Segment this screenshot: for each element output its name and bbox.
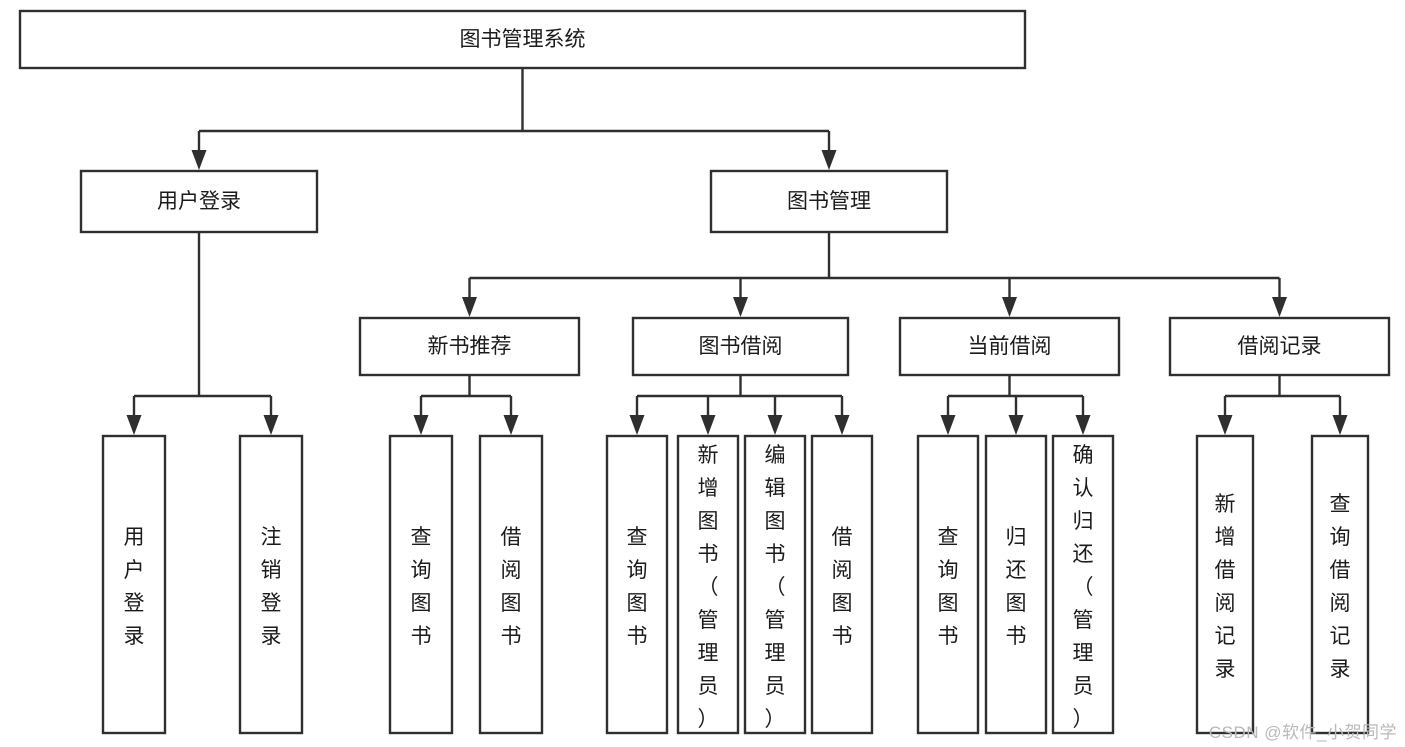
arrow-head-icon (700, 415, 716, 435)
node-leaf-query-book-2[interactable]: 查询图书 (605, 434, 669, 735)
arrow-head-icon (1217, 415, 1233, 435)
arrow-head-icon (462, 297, 477, 317)
arrow-head-icon (834, 415, 850, 435)
arrow-head-icon (1008, 415, 1024, 435)
node-box[interactable] (1195, 434, 1255, 735)
node-leaf-user-logout[interactable]: 注销登录 (238, 434, 304, 735)
node-current-borrow[interactable]: 当前借阅 (898, 316, 1121, 377)
node-root[interactable]: 图书管理系统 (18, 9, 1027, 70)
arrow-head-icon (191, 150, 207, 170)
arrow-head-icon (629, 415, 645, 435)
arrow-head-icon (1332, 415, 1348, 435)
node-box[interactable] (898, 316, 1121, 377)
node-box[interactable] (631, 316, 850, 377)
node-label: 编辑图书（管理员） (765, 444, 786, 731)
edge-group (629, 375, 850, 435)
node-label: 图书管理系统 (460, 28, 586, 51)
arrow-head-icon (1002, 297, 1017, 317)
node-leaf-add-record[interactable]: 新增借阅记录 (1195, 434, 1255, 735)
node-label: 借阅记录 (1238, 335, 1322, 358)
node-label: 当前借阅 (968, 335, 1052, 358)
node-label: 用户登录 (157, 190, 241, 213)
arrow-head-icon (1075, 415, 1091, 435)
node-book-borrow[interactable]: 图书借阅 (631, 316, 850, 377)
node-label: 确认归还（管理员） (1073, 444, 1094, 731)
node-box[interactable] (388, 434, 454, 735)
arrow-head-icon (263, 415, 279, 435)
node-leaf-borrow-book-1[interactable]: 借阅图书 (478, 434, 544, 735)
node-box[interactable] (18, 9, 1027, 70)
edges-layer (126, 68, 1348, 435)
arrow-head-icon (413, 415, 429, 435)
node-box[interactable] (101, 434, 167, 735)
node-box[interactable] (358, 316, 581, 377)
node-label: 新书推荐 (428, 335, 512, 358)
node-label: 图书管理 (787, 190, 871, 213)
node-box[interactable] (743, 434, 807, 735)
node-box[interactable] (709, 169, 949, 234)
arrow-head-icon (1272, 297, 1287, 317)
edge-group (126, 232, 279, 435)
arrow-head-icon (733, 297, 748, 317)
edge-group (413, 375, 519, 435)
node-new-book-rec[interactable]: 新书推荐 (358, 316, 581, 377)
node-label: 借阅图书 (501, 526, 522, 648)
node-box[interactable] (676, 434, 740, 735)
node-label: 查询图书 (938, 526, 959, 648)
node-label: 新增图书（管理员） (698, 444, 719, 731)
node-box[interactable] (605, 434, 669, 735)
node-label: 借阅图书 (832, 526, 853, 648)
node-label: 查询图书 (627, 526, 648, 648)
edge-group (1217, 375, 1348, 435)
node-box[interactable] (810, 434, 874, 735)
node-label: 图书借阅 (699, 335, 783, 358)
node-label: 注销登录 (261, 526, 282, 648)
node-leaf-query-record[interactable]: 查询借阅记录 (1310, 434, 1370, 735)
node-label: 用户登录 (124, 526, 145, 648)
node-box[interactable] (238, 434, 304, 735)
node-borrow-record[interactable]: 借阅记录 (1168, 316, 1391, 377)
node-user-login[interactable]: 用户登录 (79, 169, 319, 234)
arrow-head-icon (821, 150, 837, 170)
node-label: 查询借阅记录 (1330, 493, 1351, 681)
arrow-head-icon (940, 415, 956, 435)
node-box[interactable] (1310, 434, 1370, 735)
arrow-head-icon (767, 415, 783, 435)
node-box[interactable] (1051, 434, 1115, 735)
node-leaf-confirm-return[interactable]: 确认归还（管理员） (1051, 434, 1115, 735)
node-leaf-user-login[interactable]: 用户登录 (101, 434, 167, 735)
node-leaf-borrow-book-2[interactable]: 借阅图书 (810, 434, 874, 735)
node-leaf-edit-book[interactable]: 编辑图书（管理员） (743, 434, 807, 735)
arrow-head-icon (503, 415, 519, 435)
arrow-head-icon (126, 415, 142, 435)
node-leaf-query-book-1[interactable]: 查询图书 (388, 434, 454, 735)
node-label: 新增借阅记录 (1215, 493, 1236, 681)
node-book-manage[interactable]: 图书管理 (709, 169, 949, 234)
node-box[interactable] (1168, 316, 1391, 377)
node-label: 归还图书 (1006, 526, 1027, 648)
edge-group (191, 68, 837, 170)
node-box[interactable] (478, 434, 544, 735)
node-box[interactable] (79, 169, 319, 234)
node-label: 查询图书 (411, 526, 432, 648)
node-box[interactable] (916, 434, 980, 735)
node-box[interactable] (984, 434, 1048, 735)
edge-group (462, 232, 1287, 317)
node-leaf-return-book[interactable]: 归还图书 (984, 434, 1048, 735)
edge-group (940, 375, 1091, 435)
node-leaf-query-book-3[interactable]: 查询图书 (916, 434, 980, 735)
nodes-layer: 图书管理系统用户登录图书管理新书推荐图书借阅当前借阅借阅记录用户登录注销登录查询… (18, 9, 1391, 735)
node-leaf-add-book[interactable]: 新增图书（管理员） (676, 434, 740, 735)
